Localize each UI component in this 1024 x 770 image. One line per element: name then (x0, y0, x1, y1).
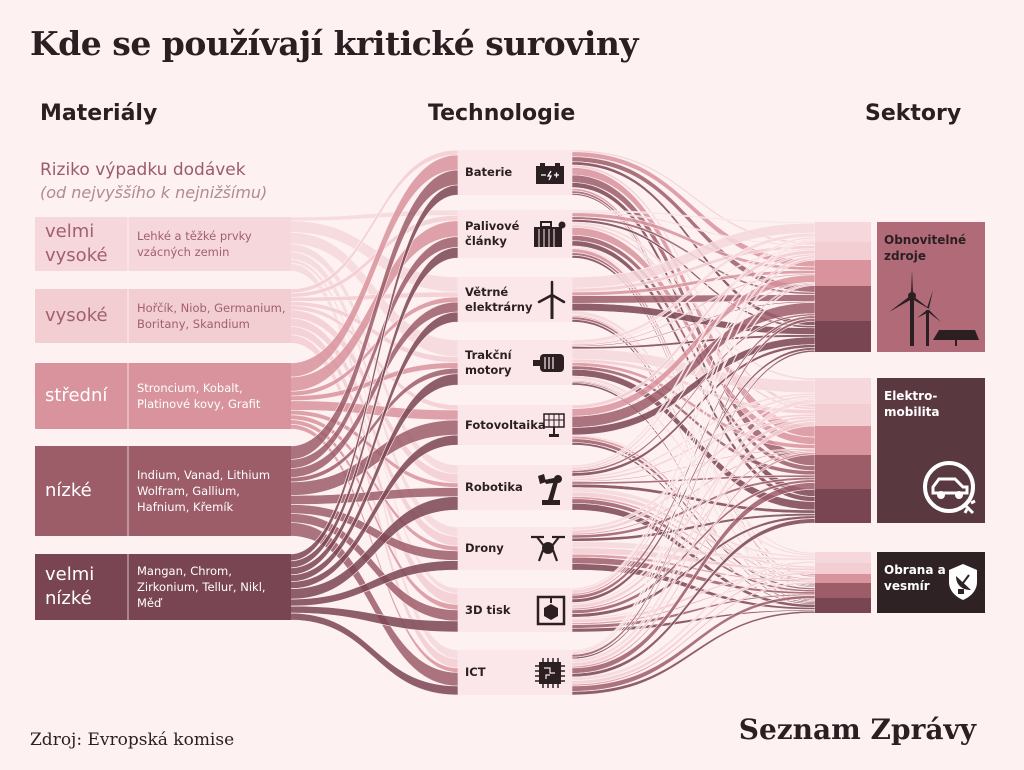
column-header-sectors: Sektory (865, 101, 962, 126)
renewables-icon (889, 270, 979, 346)
page-title: Kde se používají kritické suroviny (30, 24, 639, 63)
motor-icon (533, 353, 564, 372)
flow-material-4-tech-6 (289, 560, 459, 607)
tech-batteries: Baterie (458, 150, 572, 195)
material-elements: Stroncium, Kobalt, Platinové kovy, Grafi… (137, 381, 261, 411)
material-risk-level: nízké (35, 446, 129, 536)
drone-icon (531, 535, 565, 561)
material-risk-level: velmi vysoké (35, 217, 129, 271)
risk-legend-title: Riziko výpadku dodávek (40, 160, 246, 180)
flow-material-4-tech-5 (289, 496, 459, 600)
material-elements: Hořčík, Niob, Germanium, Boritany, Skand… (137, 301, 286, 331)
tech-photovoltaics: Fotovoltaika (458, 405, 572, 445)
flow-tech-8-sector-2 (571, 610, 816, 696)
flow-material-4-tech-2 (289, 311, 459, 576)
material-elements: Lehké a těžké prvky vzácných zemin (137, 229, 252, 259)
tech-label: Trakční motory (465, 347, 512, 377)
flow-material-4-tech-3 (289, 373, 459, 583)
battery-icon (536, 162, 564, 184)
material-row-very-low: velmi nízké Mangan, Chrom, Zirkonium, Te… (35, 554, 291, 620)
flow-material-4-tech-7 (289, 605, 459, 633)
sector-label: Obrana a vesmír (884, 563, 946, 593)
material-elements: Indium, Vanad, Lithium Wolfram, Gallium,… (137, 468, 271, 514)
robot-arm-icon (538, 473, 562, 505)
flow-material-4-tech-4 (289, 434, 459, 590)
tech-traction-motors: Trakční motory (458, 340, 572, 385)
fuel-cell-icon (534, 221, 566, 247)
source-note: Zdroj: Evropská komise (30, 730, 235, 750)
tech-label: Robotika (465, 480, 523, 494)
material-elements: Mangan, Chrom, Zirkonium, Tellur, Nikl, … (137, 564, 266, 610)
sector-stack-segment (815, 378, 871, 404)
satellite-shield-icon (949, 564, 977, 600)
tech-wind-turbines: Větrné elektrárny (458, 277, 572, 322)
sector-stack-segment (815, 454, 871, 490)
flow-material-4-tech-0 (289, 184, 459, 562)
sector-stack-segment (815, 563, 871, 574)
tech-label: ICT (465, 665, 486, 679)
tech-ict: ICT (458, 650, 572, 695)
material-row-medium: střední Stroncium, Kobalt, Platinové kov… (35, 363, 291, 429)
flow-material-4-tech-1 (289, 247, 459, 569)
sector-stack-segment (815, 222, 871, 243)
flow-tech-8-sector-1 (571, 518, 816, 678)
sector-stack-segment (815, 425, 871, 455)
wind-turbine-icon (537, 280, 566, 319)
sector-label: Elektro-mobilita (884, 389, 940, 419)
tech-label: Fotovoltaika (465, 417, 546, 432)
tech-label: Baterie (465, 165, 513, 179)
material-row-very-high: velmi vysoké Lehké a těžké prvky vzácnýc… (35, 217, 291, 271)
column-header-technologies: Technologie (428, 101, 576, 126)
sector-stack-segment (815, 573, 871, 584)
sector-electromobility: Elektro-mobilita (877, 378, 985, 523)
brand-logo: Seznam Zprávy (738, 713, 976, 746)
tech-label: Drony (465, 541, 504, 555)
sector-stack-segment (815, 552, 871, 564)
sector-stack-segment (815, 403, 871, 426)
sector-stack-segment (815, 260, 871, 286)
material-risk-level: střední (35, 363, 129, 429)
3d-printer-icon (536, 595, 566, 626)
chip-icon (535, 657, 565, 688)
material-risk-level: vysoké (35, 289, 129, 343)
sector-stack-segment (815, 321, 871, 352)
sector-stack-segment (815, 242, 871, 261)
sector-stack-segment (815, 598, 871, 613)
tech-label: Větrné elektrárny (465, 284, 533, 314)
material-row-high: vysoké Hořčík, Niob, Germanium, Boritany… (35, 289, 291, 343)
tech-label: 3D tisk (465, 602, 511, 617)
electric-car-icon (923, 461, 976, 515)
flow-tech-8-sector-0 (571, 349, 816, 660)
sector-stack-segment (815, 489, 871, 523)
material-risk-level: velmi nízké (35, 554, 129, 620)
tech-3d-printing: 3D tisk (458, 588, 572, 632)
sector-defense-space: Obrana a vesmír (877, 552, 985, 613)
sector-renewables: Obnovitelné zdroje (877, 222, 985, 352)
sector-stack-segment (815, 285, 871, 322)
flow-material-4-tech-8 (289, 612, 459, 696)
tech-label: Palivové články (465, 219, 520, 248)
material-row-low: nízké Indium, Vanad, Lithium Wolfram, Ga… (35, 446, 291, 536)
tech-fuel-cells: Palivové články (458, 210, 572, 258)
solar-panel-icon (543, 413, 565, 437)
tech-drones: Drony (458, 527, 572, 570)
risk-legend-subtitle: (od nejvyššího k nejnižšímu) (40, 183, 268, 202)
sector-label: Obnovitelné zdroje (884, 233, 967, 263)
tech-robotics: Robotika (458, 465, 572, 510)
column-header-materials: Materiály (40, 101, 158, 126)
sector-stack-segment (815, 583, 871, 599)
